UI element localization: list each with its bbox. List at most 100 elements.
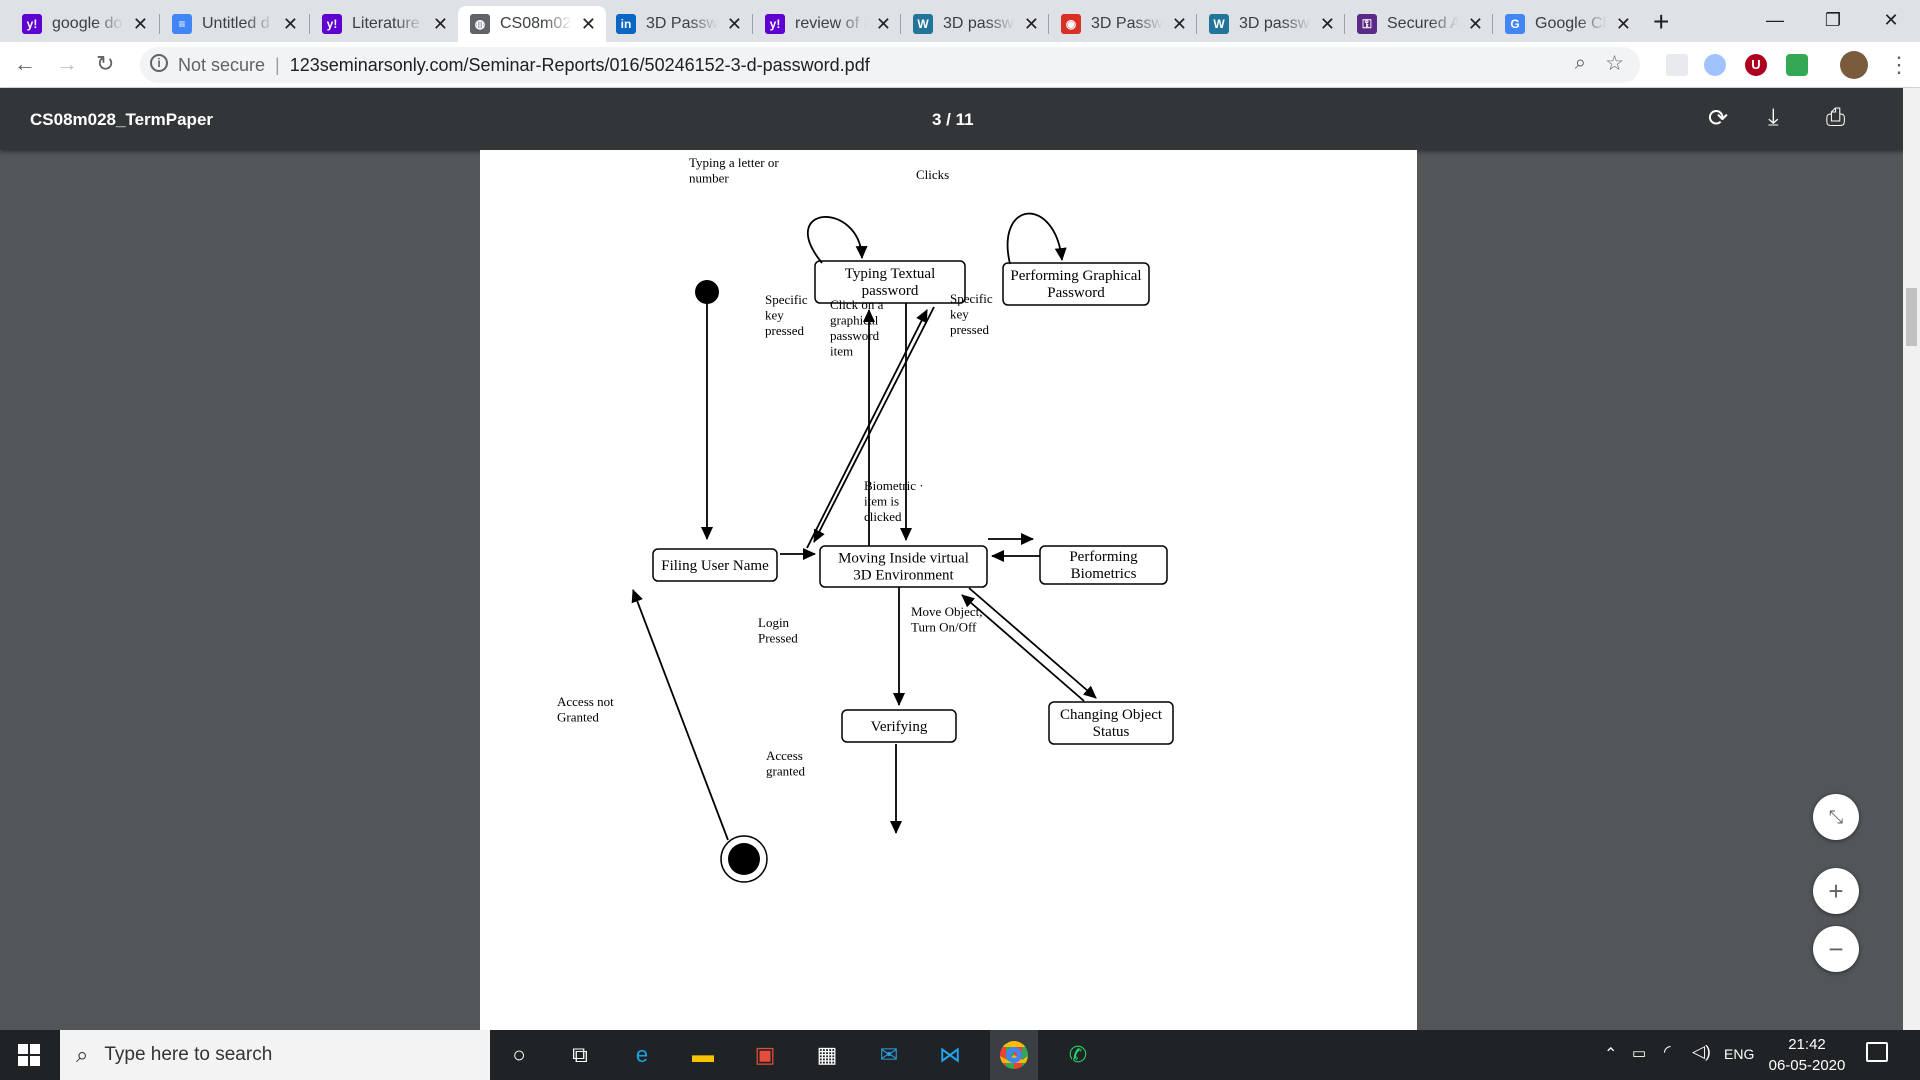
clock[interactable]: 21:42 06-05-2020: [1752, 1034, 1862, 1076]
tab-separator: [309, 14, 310, 34]
tab-close-icon[interactable]: ✕: [875, 14, 891, 34]
tab-2[interactable]: ≡Untitled d✕: [160, 6, 308, 42]
battery-icon[interactable]: ▭: [1632, 1045, 1647, 1062]
file-explorer-icon[interactable]: ▬: [692, 1042, 714, 1067]
tab-close-icon[interactable]: ✕: [1615, 14, 1631, 34]
scrollbar-thumb[interactable]: [1906, 288, 1917, 346]
tab-close-icon[interactable]: ✕: [1319, 14, 1335, 34]
download-icon[interactable]: ⤓: [1768, 104, 1779, 131]
info-icon[interactable]: i: [150, 54, 168, 72]
print-icon[interactable]: ⎙: [1826, 104, 1846, 131]
tab-6[interactable]: y!review of 3✕: [753, 6, 901, 42]
taskbar-search[interactable]: ⌕ Type here to search: [60, 1030, 490, 1080]
diagram-text: pressed: [765, 323, 804, 338]
address-bar[interactable]: i Not secure | 123seminarsonly.com/Semin…: [140, 47, 1640, 83]
diagram-text: Specific: [765, 292, 808, 307]
chrome-taskbar-icon[interactable]: [990, 1030, 1038, 1080]
tab-title: Literature: [352, 15, 420, 32]
tab-close-icon[interactable]: ✕: [432, 14, 448, 34]
tab-separator: [159, 14, 160, 34]
diagram-text: Pressed: [758, 631, 798, 646]
close-window-button[interactable]: ✕: [1883, 9, 1899, 30]
diagram-text: item: [830, 344, 853, 359]
diagram-text: Specific: [950, 291, 993, 306]
notifications-icon[interactable]: [1866, 1042, 1888, 1062]
zoom-in-button[interactable]: +: [1813, 868, 1859, 914]
back-button[interactable]: ←: [14, 51, 36, 76]
windows-start-icon[interactable]: [18, 1044, 40, 1066]
tab-8[interactable]: ◉3D Passwo✕: [1049, 6, 1197, 42]
tab-3[interactable]: y!Literature✕: [310, 6, 458, 42]
initial-state-node: [695, 280, 719, 304]
restore-button[interactable]: ❐: [1824, 9, 1842, 30]
rotate-icon[interactable]: ⟳: [1708, 105, 1729, 132]
tab-close-icon[interactable]: ✕: [1467, 14, 1483, 34]
fit-to-page-button[interactable]: ⤡: [1813, 794, 1859, 840]
final-state-node: [728, 843, 760, 875]
tab-1[interactable]: y!google do✕: [10, 6, 158, 42]
diagram-text: Performing: [1069, 549, 1138, 565]
store-icon[interactable]: ▦: [816, 1042, 838, 1067]
scrollbar[interactable]: [1903, 88, 1920, 1030]
forward-button[interactable]: →: [56, 51, 78, 76]
avatar[interactable]: [1840, 51, 1868, 79]
tab-separator: [752, 14, 753, 34]
extension-icon[interactable]: [1666, 54, 1688, 76]
tab-title: Secured A: [1387, 15, 1459, 32]
minimize-button[interactable]: —: [1766, 9, 1784, 30]
state-changing-object: [1048, 701, 1174, 745]
page-indicator[interactable]: 3 / 11: [932, 110, 974, 129]
task-view-icon[interactable]: ⧉: [572, 1042, 588, 1067]
tray-chevron-icon[interactable]: ⌃: [1604, 1046, 1618, 1063]
mail-icon[interactable]: ✉: [879, 1042, 899, 1067]
zoom-icon[interactable]: ⌕: [1574, 52, 1586, 74]
diagram-text: Status: [1093, 724, 1130, 740]
tab-10[interactable]: ⚿Secured A✕: [1345, 6, 1493, 42]
gift-app-icon[interactable]: ▣: [754, 1042, 776, 1067]
tab-title: Google Ch: [1535, 15, 1607, 32]
tab-close-icon[interactable]: ✕: [1171, 14, 1187, 34]
state-typing-textual: [814, 260, 966, 304]
wifi-icon[interactable]: ◜: [1664, 1042, 1671, 1061]
tab-favicon-icon: ≡: [172, 14, 192, 34]
edge-icon[interactable]: e: [635, 1042, 649, 1067]
bookmark-star-icon[interactable]: ☆: [1605, 52, 1624, 75]
url-text[interactable]: 123seminarsonly.com/Seminar-Reports/016/…: [289, 54, 870, 75]
tab-close-icon[interactable]: ✕: [1023, 14, 1039, 34]
diagram-text: Biometric ·: [864, 478, 924, 493]
whatsapp-icon[interactable]: ✆: [1068, 1042, 1088, 1067]
tab-close-icon[interactable]: ✕: [726, 14, 742, 34]
reload-button[interactable]: ↻: [96, 51, 115, 76]
vscode-icon[interactable]: ⋈: [939, 1042, 961, 1067]
extension-icon[interactable]: [1704, 54, 1726, 76]
diagram-text: Performing Graphical: [1010, 268, 1141, 284]
extension-icon[interactable]: U: [1745, 54, 1767, 76]
diagram-text: Access not: [557, 694, 614, 709]
tab-close-icon[interactable]: ✕: [132, 14, 148, 34]
diagram-text: 3D Environment: [853, 568, 954, 584]
tab-close-icon[interactable]: ✕: [580, 14, 596, 34]
new-tab-button[interactable]: +: [1653, 6, 1670, 37]
clock-time: 21:42: [1788, 1036, 1826, 1053]
diagram-text: granted: [766, 764, 805, 779]
diagram-text: graphical: [830, 313, 879, 328]
tab-favicon-icon: W: [913, 14, 933, 34]
cortana-icon[interactable]: ○: [512, 1042, 526, 1067]
language-indicator[interactable]: ENG: [1724, 1046, 1755, 1062]
tab-4[interactable]: ◍CS08m028✕: [458, 6, 606, 42]
diagram-text: Granted: [557, 710, 599, 725]
tab-close-icon[interactable]: ✕: [282, 14, 298, 34]
volume-icon[interactable]: ◁): [1692, 1042, 1711, 1061]
arrow-final-to-username: [631, 589, 729, 841]
extension-icon[interactable]: [1786, 54, 1808, 76]
browser-toolbar: ← → ↻ i Not secure | 123seminarsonly.com…: [0, 42, 1920, 88]
zoom-out-button[interactable]: −: [1813, 926, 1859, 972]
diagram-text: Changing Object: [1060, 707, 1163, 723]
menu-dots-icon[interactable]: ⋮: [1888, 52, 1910, 77]
search-placeholder: Type here to search: [104, 1044, 273, 1065]
